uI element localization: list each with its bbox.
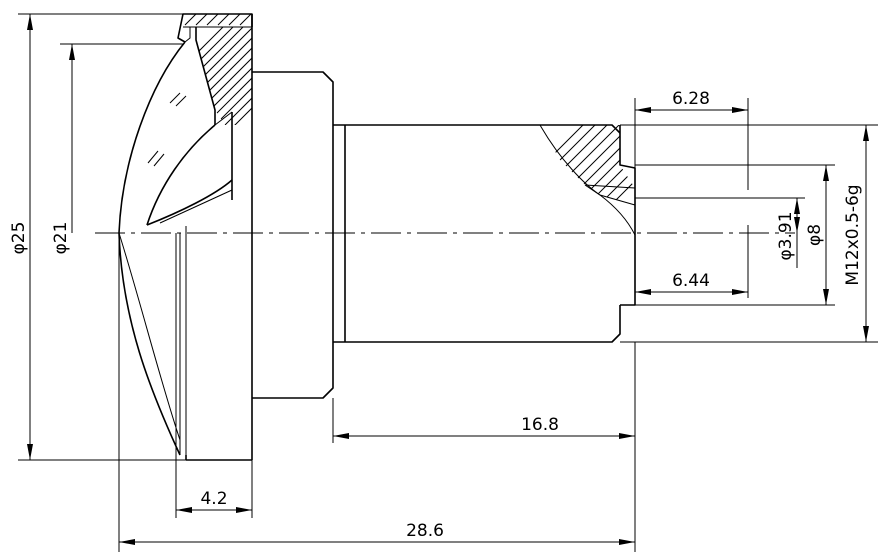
glass-marks [147, 92, 187, 167]
svg-text:φ25: φ25 [9, 222, 29, 255]
dim-total-length: 28.6 [118, 233, 636, 552]
dim-small-bore: φ3.91 [635, 197, 805, 268]
svg-text:6.28: 6.28 [672, 89, 710, 109]
ring-hatch [184, 13, 252, 26]
svg-text:φ3.91: φ3.91 [776, 211, 796, 260]
svg-text:φ8: φ8 [805, 224, 825, 246]
dim-flange-thickness: 4.2 [175, 455, 253, 518]
barrel-hatch [540, 125, 635, 205]
svg-text:φ21: φ21 [51, 222, 71, 255]
svg-text:M12x0.5-6g: M12x0.5-6g [843, 184, 863, 285]
svg-text:6.44: 6.44 [672, 271, 710, 291]
dim-barrel-length: 16.8 [332, 398, 635, 443]
housing-hatch [196, 27, 252, 125]
dim-lens-diameter: φ21 [51, 43, 183, 255]
dim-lower-step: 6.44 [635, 225, 749, 298]
svg-text:4.2: 4.2 [200, 489, 227, 509]
dim-bore: φ8 [635, 164, 835, 306]
lens-body-outline [118, 13, 636, 461]
svg-text:28.6: 28.6 [406, 521, 444, 541]
dim-outer-diameter: φ25 [9, 13, 186, 461]
svg-text:16.8: 16.8 [521, 415, 559, 435]
dim-thread: M12x0.5-6g [620, 124, 878, 343]
dim-upper-step: 6.28 [634, 89, 749, 190]
